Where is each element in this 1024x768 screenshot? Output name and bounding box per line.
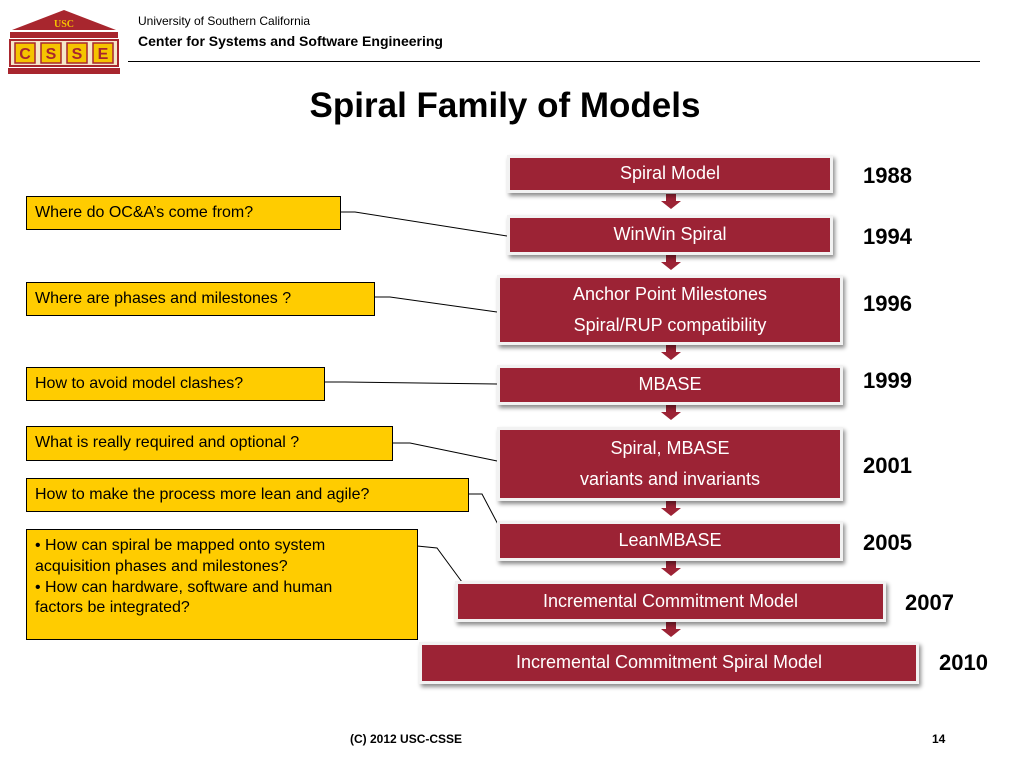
model-label: LeanMBASE — [618, 530, 722, 551]
connector-q4 — [392, 442, 503, 463]
model-label-line2: variants and invariants — [579, 469, 761, 489]
question-oca-origin: Where do OC&A’s come from? — [26, 196, 341, 230]
logo-letter-e: E — [98, 46, 109, 63]
connector-q2 — [375, 296, 498, 313]
flow-arrow-4 — [661, 405, 681, 420]
connector-q1 — [340, 211, 508, 237]
model-label-line2: Spiral/RUP compatibility — [573, 315, 767, 335]
connector-q5 — [468, 493, 503, 533]
org-center: Center for Systems and Software Engineer… — [138, 33, 443, 49]
question-line: • How can spiral be mapped onto system — [35, 537, 326, 554]
model-label: Incremental Commitment Model — [542, 590, 799, 611]
logo-letter-s: S — [46, 46, 57, 63]
org-university: University of Southern California — [138, 14, 311, 28]
logo-roof — [12, 10, 116, 30]
model-label-line1: Anchor Point Milestones — [572, 283, 768, 304]
model-winwin-spiral: WinWin Spiral — [507, 215, 833, 255]
model-leanmbase: LeanMBASE — [497, 521, 843, 561]
year-2005: 2005 — [863, 530, 912, 555]
model-spiral-mbase-variants: Spiral, MBASE variants and invariants — [497, 427, 843, 501]
year-1996: 1996 — [863, 291, 912, 316]
question-mapping-integration: • How can spiral be mapped onto system a… — [26, 529, 418, 640]
logo-usc-text: USC — [54, 19, 74, 30]
flow-arrow-2 — [661, 255, 681, 270]
usc-csse-logo: USC C S S E — [8, 10, 120, 74]
model-mbase: MBASE — [497, 365, 843, 405]
flow-arrow-1 — [661, 194, 681, 209]
question-line: factors be integrated? — [35, 599, 190, 617]
flow-arrow-5 — [661, 501, 681, 516]
flow-arrow-3 — [661, 345, 681, 360]
connector-q3 — [324, 381, 498, 385]
model-incremental-commitment: Incremental Commitment Model — [455, 581, 886, 622]
year-2007: 2007 — [905, 590, 954, 615]
question-required-optional: What is really required and optional ? — [26, 426, 393, 461]
logo-letter-s2: S — [72, 46, 83, 63]
footer-page-number: 14 — [932, 732, 946, 746]
year-1999: 1999 — [863, 368, 912, 393]
footer-copyright: (C) 2012 USC-CSSE — [350, 732, 463, 746]
model-label: MBASE — [638, 374, 702, 395]
year-2010: 2010 — [939, 650, 988, 675]
model-label-line1: Spiral, MBASE — [610, 437, 730, 458]
question-line: acquisition phases and milestones? — [35, 557, 288, 575]
logo-letter-c: C — [19, 46, 31, 63]
flow-arrow-6 — [661, 561, 681, 576]
question-line: • How can hardware, software and human — [35, 578, 333, 596]
year-1994: 1994 — [863, 224, 912, 249]
question-phases-milestones: Where are phases and milestones ? — [26, 282, 375, 316]
header-rule — [128, 61, 980, 62]
question-model-clashes: How to avoid model clashes? — [26, 367, 325, 401]
year-2001: 2001 — [863, 453, 912, 478]
model-label: Incremental Commitment Spiral Model — [515, 652, 823, 673]
model-label: Spiral Model — [619, 163, 721, 184]
model-spiral: Spiral Model — [507, 155, 833, 193]
model-incremental-commitment-spiral: Incremental Commitment Spiral Model — [419, 642, 919, 684]
slide-title: Spiral Family of Models — [309, 86, 701, 125]
year-1988: 1988 — [863, 163, 912, 188]
connector-q6 — [416, 545, 463, 583]
flow-arrow-7 — [661, 622, 681, 637]
question-lean-agile: How to make the process more lean and ag… — [26, 478, 469, 512]
model-anchor-point-milestones: Anchor Point Milestones Spiral/RUP compa… — [497, 275, 843, 345]
model-label: WinWin Spiral — [613, 224, 727, 245]
